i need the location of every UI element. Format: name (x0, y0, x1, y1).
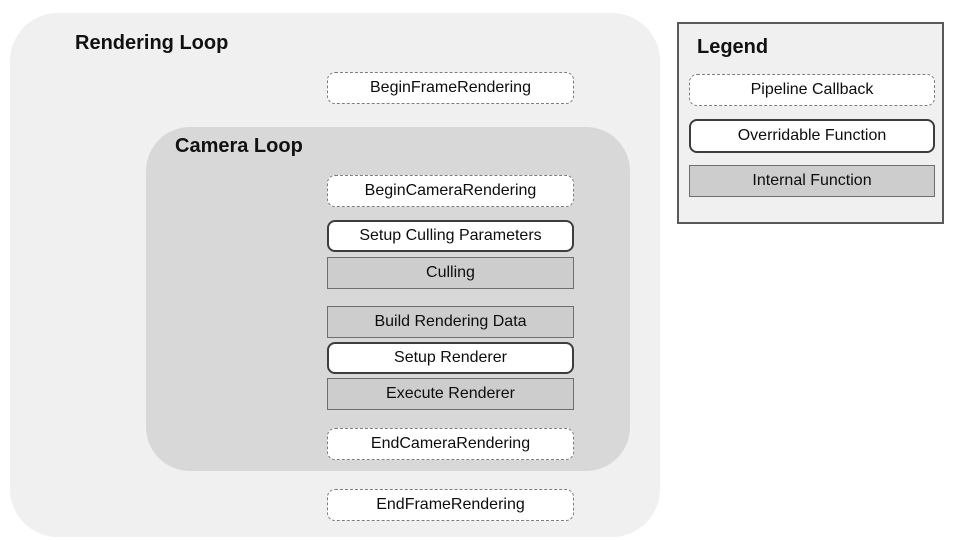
legend-item-internal-function: Internal Function (689, 165, 935, 197)
flow-box-build-rendering-data: Build Rendering Data (327, 306, 574, 338)
flow-box-execute-renderer: Execute Renderer (327, 378, 574, 410)
flow-box-begin-frame-rendering: BeginFrameRendering (327, 72, 574, 104)
flow-box-culling: Culling (327, 257, 574, 289)
camera-loop-label: Camera Loop (175, 135, 303, 157)
legend-item-overridable-function: Overridable Function (689, 119, 935, 153)
flow-box-begin-camera-rendering: BeginCameraRendering (327, 175, 574, 207)
legend-panel: Legend Pipeline Callback Overridable Fun… (677, 22, 944, 224)
flow-box-end-camera-rendering: EndCameraRendering (327, 428, 574, 460)
legend-title: Legend (697, 36, 769, 58)
flow-box-setup-culling-parameters: Setup Culling Parameters (327, 220, 574, 252)
rendering-loop-label: Rendering Loop (75, 32, 229, 54)
flow-box-setup-renderer: Setup Renderer (327, 342, 574, 374)
legend-item-pipeline-callback: Pipeline Callback (689, 74, 935, 106)
flow-box-end-frame-rendering: EndFrameRendering (327, 489, 574, 521)
